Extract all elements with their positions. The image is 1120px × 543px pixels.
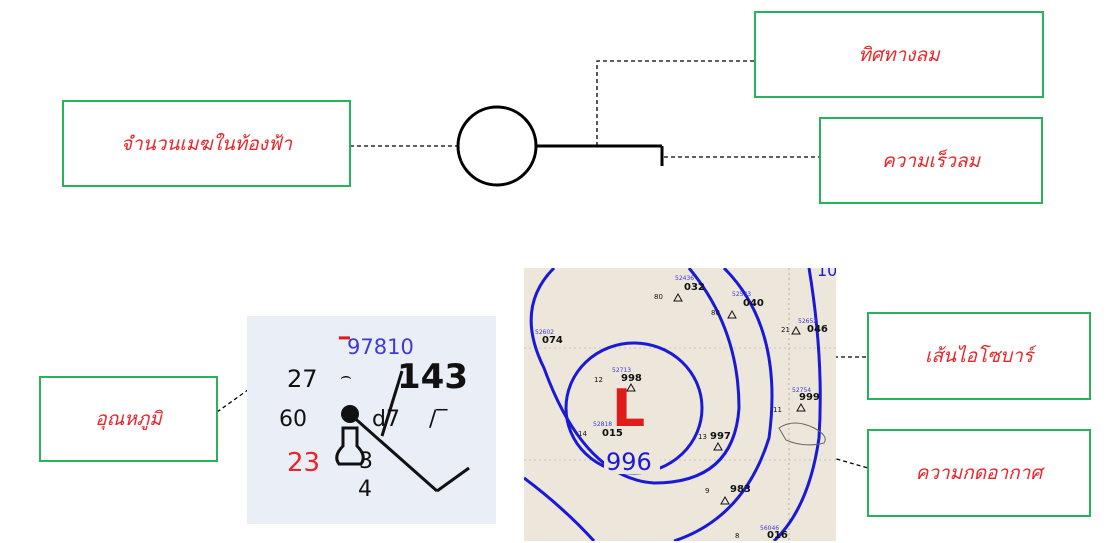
- weather-symbol: ⌢: [340, 366, 352, 387]
- station-id-arrow: ━: [338, 328, 351, 349]
- svg-text:14: 14: [578, 430, 587, 438]
- weather-map-panel: 10 L 996 52436 032 80 52533 040 80 52652…: [524, 268, 836, 541]
- svg-text:52754: 52754: [792, 387, 811, 394]
- cloud-type-icon: [335, 426, 365, 466]
- svg-text:998: 998: [621, 373, 642, 384]
- station-wind-shaft: [349, 412, 438, 493]
- svg-text:032: 032: [684, 282, 705, 293]
- svg-text:56046: 56046: [760, 525, 779, 532]
- isobar-top-right-label: 10: [817, 268, 836, 280]
- svg-text:015: 015: [602, 428, 623, 439]
- svg-text:8: 8: [735, 532, 739, 540]
- svg-text:9: 9: [705, 487, 709, 495]
- label-wind-speed: ความเร็วลม: [819, 117, 1043, 204]
- svg-text:52713: 52713: [612, 367, 631, 374]
- svg-text:997: 997: [710, 431, 731, 442]
- label-temperature: อุณหภูมิ: [39, 376, 218, 462]
- station-wind-barb: [436, 466, 470, 493]
- isobar-label-bg: [604, 446, 660, 474]
- station-plot-panel: ━ 97810 27 ⌢ 143 60 d7 /‾ 23 3 4: [247, 316, 496, 524]
- svg-text:13: 13: [698, 433, 707, 441]
- svg-text:52818: 52818: [593, 421, 612, 428]
- svg-text:046: 046: [807, 324, 828, 335]
- svg-text:80: 80: [654, 293, 663, 301]
- svg-text:999: 999: [799, 392, 820, 403]
- coastline: [778, 422, 826, 446]
- isobar-middle: [529, 268, 741, 485]
- station-north-shaft: [380, 370, 404, 437]
- label-wind-direction: ทิศทางลม: [754, 11, 1044, 98]
- svg-text:52533: 52533: [732, 291, 751, 298]
- isobar-left: [524, 476, 596, 541]
- station-dew-point: 23: [287, 448, 320, 478]
- svg-text:074: 074: [542, 335, 563, 346]
- label-cloud-cover: จำนวนเมฆในท้องฟ้า: [62, 100, 351, 187]
- station-pressure: 143: [397, 357, 468, 397]
- label-air-pressure: ความกดอากาศ: [867, 429, 1091, 517]
- svg-text:040: 040: [743, 298, 764, 309]
- station-visibility: 60: [279, 407, 307, 432]
- svg-text:11: 11: [773, 406, 782, 414]
- svg-text:80: 80: [711, 309, 720, 317]
- station-triangle-icon: [626, 292, 806, 505]
- station-temperature: 27: [287, 365, 318, 393]
- svg-text:52602: 52602: [535, 329, 554, 336]
- map-station: 52436 032 80 52533 040 80 52652 046 21 5…: [535, 275, 828, 541]
- label-isobar: เส้นไอโซบาร์: [867, 312, 1091, 400]
- cloud-cover-circle: [456, 105, 538, 187]
- svg-text:983: 983: [730, 484, 751, 495]
- svg-text:016: 016: [767, 530, 788, 541]
- svg-text:52436: 52436: [675, 275, 694, 282]
- svg-text:21: 21: [781, 326, 790, 334]
- station-cloud-count: 4: [358, 477, 372, 502]
- isobar-outer: [673, 268, 774, 541]
- tendency-symbol: /‾: [429, 407, 448, 432]
- connector-wind-direction: [596, 60, 755, 146]
- svg-text:12: 12: [594, 376, 603, 384]
- station-id: 97810: [347, 335, 414, 359]
- svg-text:52652: 52652: [798, 318, 817, 325]
- isobar-far: [772, 268, 822, 541]
- isobar-value-label: 996: [606, 448, 652, 476]
